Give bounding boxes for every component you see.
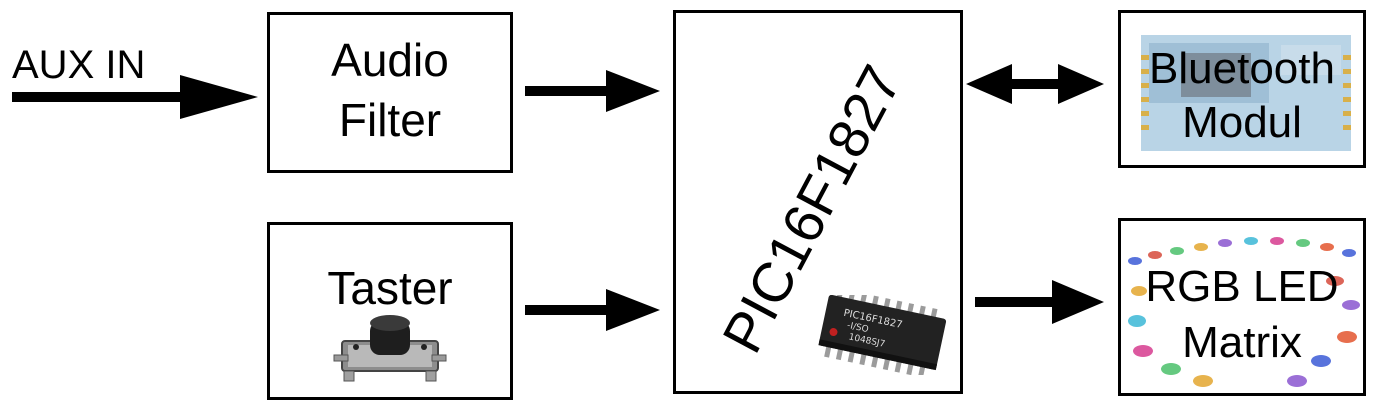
- audio-filter-block: Audio Filter: [267, 12, 513, 173]
- led-matrix-image: [1128, 237, 1360, 387]
- arrow-mcu-bluetooth-bidirectional: [966, 64, 1104, 104]
- chip-marking-2: -I/SO: [846, 321, 869, 335]
- push-button-image: [333, 315, 447, 382]
- arrow-taster-to-mcu: [525, 289, 660, 331]
- chip-image: PIC16F1827 -I/SO 1048SJ7: [818, 295, 947, 375]
- arrow-mcu-to-rgb: [975, 280, 1104, 324]
- bluetooth-label-line1: Bluetooth: [1149, 44, 1335, 93]
- bluetooth-module-image: [1141, 35, 1351, 151]
- bluetooth-label-line2: Modul: [1182, 98, 1302, 147]
- rgb-label-line2: Matrix: [1182, 318, 1302, 367]
- arrow-filter-to-mcu: [525, 70, 660, 112]
- rgb-label-line1: RGB LED: [1145, 262, 1339, 311]
- microcontroller-block: PIC16F1827 PIC16F1827 -I/SO 1048SJ7: [673, 10, 963, 394]
- bluetooth-block: Bluetooth Modul: [1118, 10, 1366, 168]
- taster-block: Taster: [267, 222, 513, 400]
- audio-filter-label-line1: Audio: [331, 34, 449, 86]
- arrow-aux-to-filter: [12, 75, 258, 119]
- aux-in-label: AUX IN: [12, 43, 146, 87]
- taster-label: Taster: [327, 262, 453, 314]
- rgb-led-matrix-block: RGB LED Matrix: [1118, 218, 1366, 396]
- audio-filter-label-line2: Filter: [338, 94, 442, 146]
